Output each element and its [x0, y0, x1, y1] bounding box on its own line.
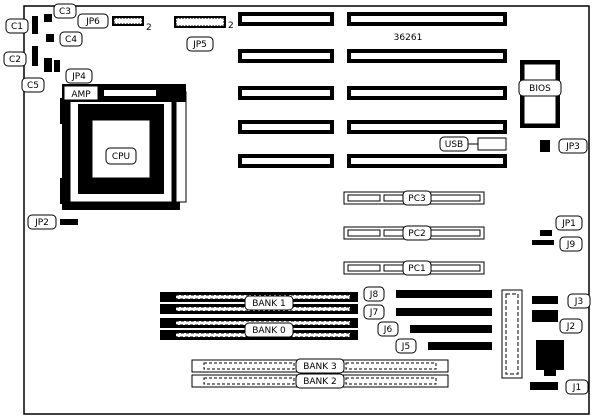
c5-label-box [21, 77, 45, 93]
amp-label-box [63, 85, 99, 101]
bank3-simm-slots: BANK 3 [191, 358, 449, 374]
pc3-label: PC3 [408, 194, 425, 204]
bank1-simm-slots: BANK 1 [160, 292, 358, 314]
j7-label: J7 [369, 308, 378, 318]
jp6-pin-label: 2 [146, 23, 152, 33]
j1-header [530, 382, 558, 390]
c5-cap [44, 58, 52, 72]
jp5-label-box [186, 36, 214, 52]
j8-label: J8 [369, 290, 379, 300]
j9-label: J9 [566, 240, 576, 250]
jp3-label-box [558, 138, 588, 154]
j6-label: J6 [383, 325, 393, 335]
j3-header [532, 296, 558, 304]
j1-label: J1 [572, 383, 581, 393]
c3-cap [44, 14, 52, 22]
c1-label-box [5, 18, 29, 34]
cpu-socket: CPU [60, 88, 187, 210]
jp1-label-box [555, 215, 583, 231]
j6-label-box [377, 321, 399, 337]
pci-slot-3: PC3 [343, 190, 485, 206]
amp-label: AMP [71, 90, 91, 100]
c4-cap [46, 34, 54, 42]
bank0-simm-slots: BANK 0 [160, 318, 358, 340]
j8-label-box [363, 286, 385, 302]
c2-cap [32, 46, 38, 66]
pc2-label: PC2 [408, 229, 425, 239]
jp4-connector [54, 60, 60, 72]
isa-slots-left [238, 12, 334, 168]
jp2-label-box [27, 214, 57, 230]
c4-label-box [59, 31, 83, 47]
jp4-label-box [65, 68, 93, 84]
jp4-label: JP4 [71, 72, 86, 82]
bank2-simm-slots: BANK 2 [191, 373, 449, 389]
j5-label-box [395, 338, 417, 354]
bank2-label: BANK 2 [303, 377, 337, 387]
bios-chip: BIOS [518, 60, 562, 128]
c5-label: C5 [27, 81, 39, 91]
bank1-label: BANK 1 [252, 299, 286, 309]
jp5-label: JP5 [192, 40, 207, 50]
j7-label-box [363, 304, 385, 320]
jp6-label: JP6 [85, 17, 100, 27]
j7-header [396, 308, 492, 316]
usb-connector [477, 137, 507, 151]
jp2-connector [60, 219, 78, 225]
jp3-connector [540, 140, 550, 152]
bank0-label: BANK 0 [252, 326, 286, 336]
jp1-connector [540, 230, 552, 236]
c2-label: C2 [9, 55, 21, 65]
isa-slots-right [347, 12, 507, 168]
c2-label-box [3, 51, 27, 67]
c1-label: C1 [11, 22, 23, 32]
j2-label: J2 [566, 322, 575, 332]
keyboard-connector [536, 340, 564, 370]
amp-slot [104, 90, 156, 96]
c1-cap [32, 16, 38, 34]
j6-header [410, 325, 492, 333]
pc1-label: PC1 [408, 264, 425, 274]
j8-header [396, 290, 492, 298]
j9-label-box [559, 236, 583, 252]
c4-label: C4 [65, 35, 77, 45]
j3-label-box [567, 293, 591, 309]
jp5-pin-label: 2 [228, 21, 234, 31]
c3-label: C3 [59, 7, 71, 17]
c3-label-box [53, 3, 77, 19]
jp1-label: JP1 [561, 219, 576, 229]
j2-label-box [559, 318, 583, 334]
cpu-label: CPU [112, 152, 130, 162]
pci-slot-2: PC2 [343, 225, 485, 241]
jp6-label-box [77, 13, 109, 29]
bank3-label: BANK 3 [303, 362, 337, 372]
jp2-label: JP2 [34, 218, 49, 228]
j5-header [428, 342, 492, 350]
j3-label: J3 [574, 297, 583, 307]
j2-header [532, 310, 558, 322]
pci-slot-1: PC1 [343, 260, 485, 276]
j5-label: J5 [401, 342, 410, 352]
jp3-label: JP3 [565, 142, 580, 152]
bios-label: BIOS [529, 84, 551, 94]
j9-connector [532, 240, 554, 245]
j1-label-box [565, 379, 589, 395]
usb-label: USB [445, 140, 463, 150]
board-code-text: 36261 [394, 33, 423, 43]
